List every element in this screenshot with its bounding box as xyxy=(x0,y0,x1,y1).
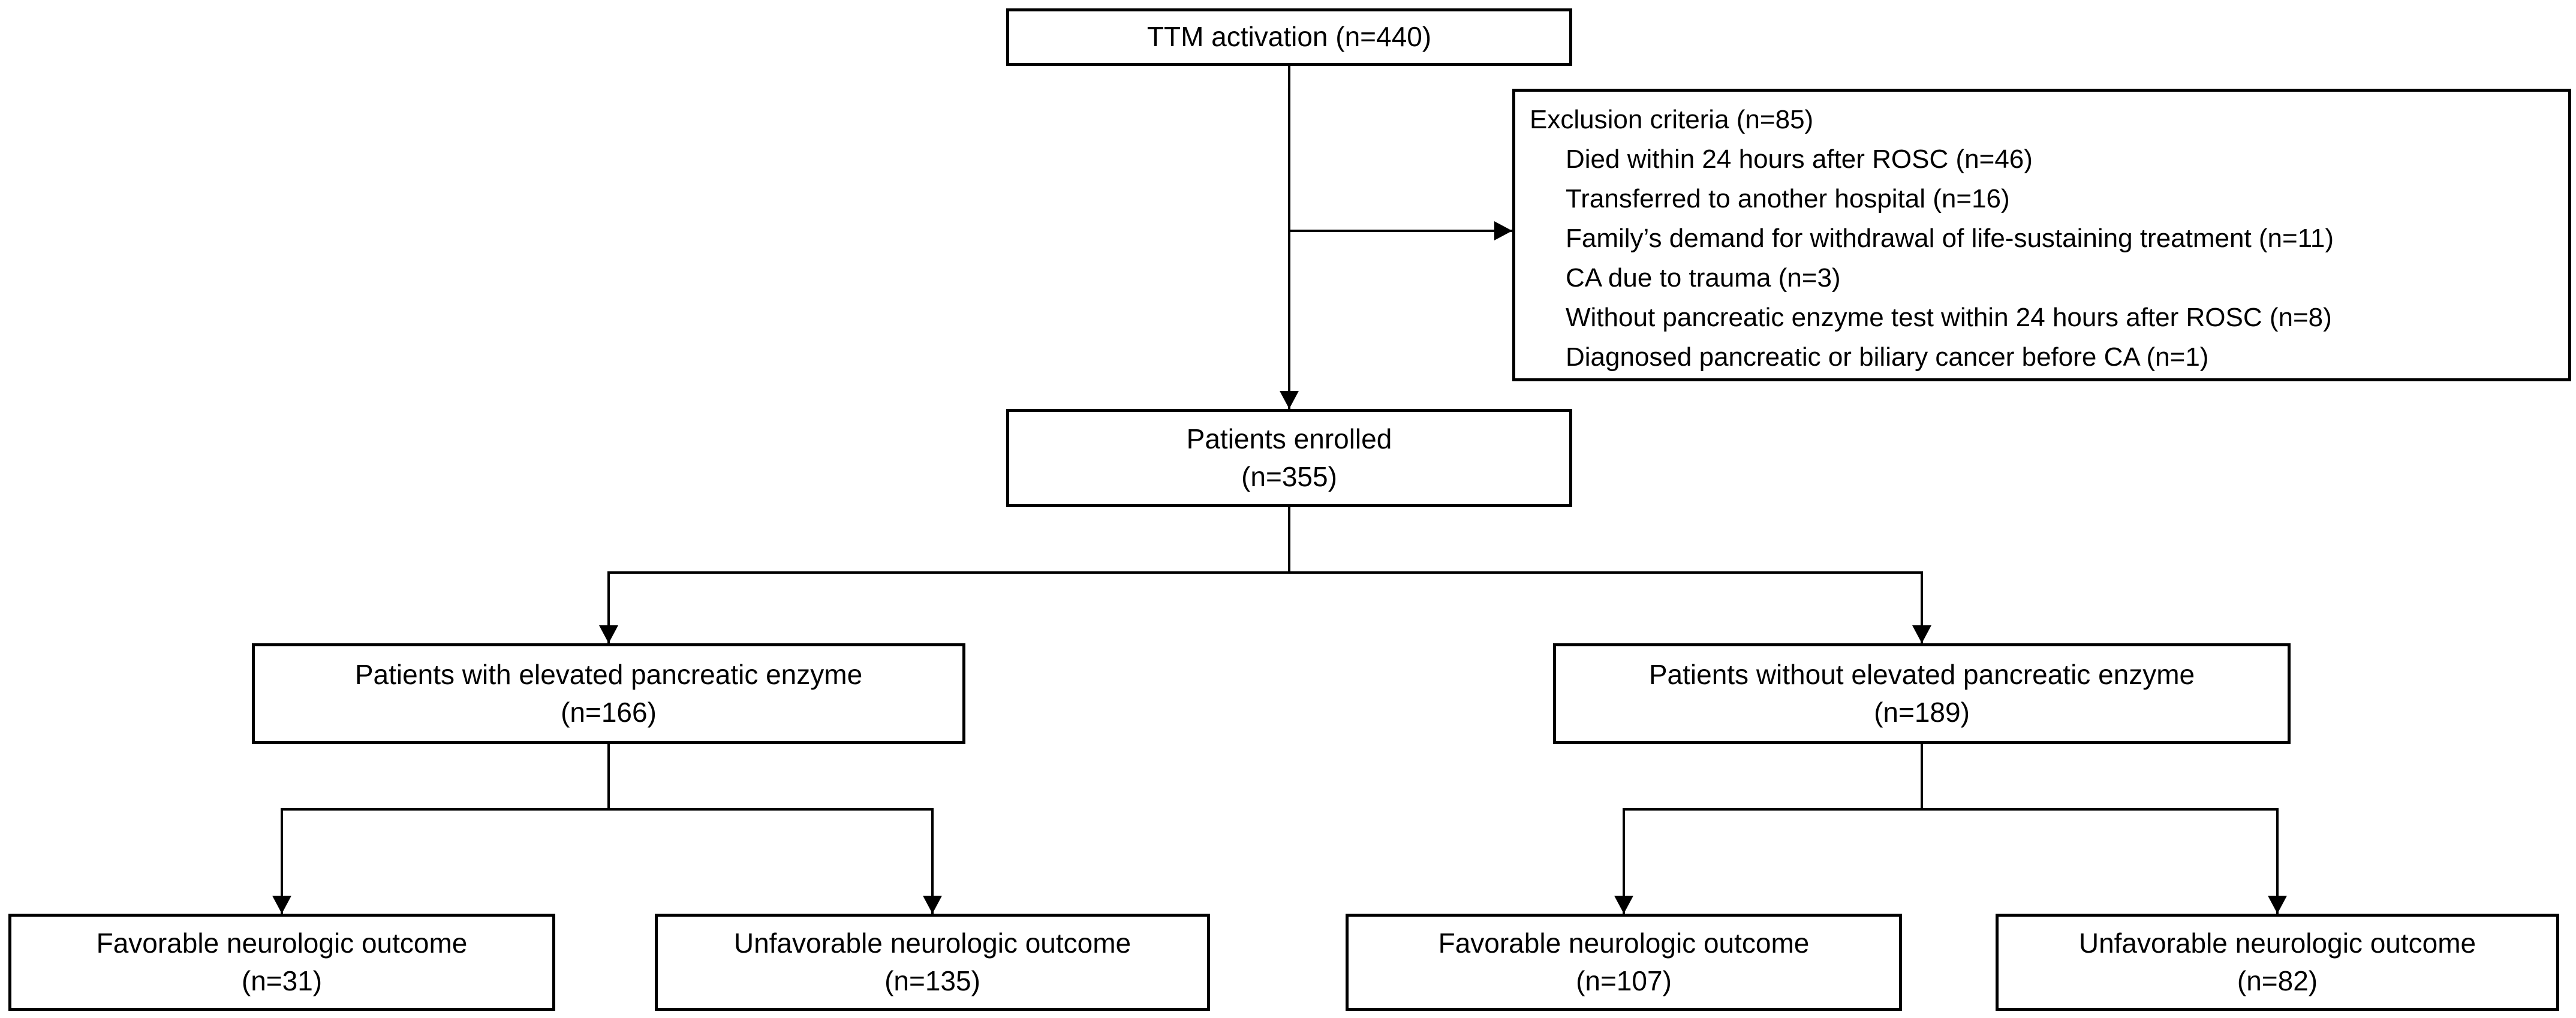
exclusion-item: Diagnosed pancreatic or biliary cancer b… xyxy=(1566,342,2209,372)
connector-line xyxy=(931,808,934,914)
connector-line xyxy=(607,571,610,643)
node-without-unfavorable-outcome: Unfavorable neurologic outcome (n=82) xyxy=(1996,914,2559,1011)
node-patients-enrolled-label: Patients enrolled xyxy=(1186,423,1392,454)
node-patients-enrolled-count: (n=355) xyxy=(1241,461,1337,492)
node-ttm-activation-label: TTM activation (n=440) xyxy=(1146,21,1432,53)
node-without-elevated-enzyme-count: (n=189) xyxy=(1874,697,1970,728)
node-patients-enrolled: Patients enrolled (n=355) xyxy=(1006,409,1572,507)
arrow-right-icon xyxy=(1494,221,1512,240)
arrow-down-icon xyxy=(272,896,291,914)
node-elevated-unfavorable-outcome: Unfavorable neurologic outcome (n=135) xyxy=(655,914,1210,1011)
arrow-down-icon xyxy=(923,896,942,914)
node-without-unfavorable-count: (n=82) xyxy=(2237,965,2318,996)
connector-line xyxy=(2276,808,2279,914)
exclusion-title: Exclusion criteria (n=85) xyxy=(1530,105,1814,134)
connector-line xyxy=(1288,66,1290,409)
node-ttm-activation: TTM activation (n=440) xyxy=(1006,8,1572,66)
arrow-down-icon xyxy=(2268,896,2287,914)
arrow-down-icon xyxy=(1280,391,1299,409)
connector-line xyxy=(281,808,283,914)
node-elevated-favorable-outcome: Favorable neurologic outcome (n=31) xyxy=(8,914,555,1011)
connector-line xyxy=(1921,744,1923,811)
node-without-elevated-enzyme: Patients without elevated pancreatic enz… xyxy=(1553,643,2291,744)
exclusion-item: Transferred to another hospital (n=16) xyxy=(1566,184,2010,213)
connector-line xyxy=(1623,808,2279,811)
exclusion-item: Died within 24 hours after ROSC (n=46) xyxy=(1566,144,2033,174)
arrow-down-icon xyxy=(1912,625,1931,643)
connector-line xyxy=(281,808,934,811)
exclusion-item: CA due to trauma (n=3) xyxy=(1566,263,1841,293)
arrow-down-icon xyxy=(1614,896,1633,914)
node-without-favorable-count: (n=107) xyxy=(1576,965,1672,996)
node-elevated-favorable-label: Favorable neurologic outcome xyxy=(96,927,468,959)
connector-line xyxy=(607,571,1923,574)
connector-line xyxy=(607,744,610,811)
node-elevated-unfavorable-count: (n=135) xyxy=(884,965,980,996)
node-exclusion-criteria: Exclusion criteria (n=85) Died within 24… xyxy=(1512,89,2571,381)
exclusion-item: Family’s demand for withdrawal of life-s… xyxy=(1566,224,2334,253)
node-elevated-enzyme-count: (n=166) xyxy=(561,697,657,728)
node-elevated-enzyme: Patients with elevated pancreatic enzyme… xyxy=(252,643,965,744)
connector-line xyxy=(1921,571,1923,643)
node-elevated-enzyme-label: Patients with elevated pancreatic enzyme xyxy=(354,658,863,690)
connector-line xyxy=(1623,808,1625,914)
arrow-down-icon xyxy=(599,625,618,643)
connector-line xyxy=(1288,507,1290,574)
connector-line xyxy=(1289,230,1512,232)
node-without-favorable-outcome: Favorable neurologic outcome (n=107) xyxy=(1346,914,1902,1011)
node-elevated-unfavorable-label: Unfavorable neurologic outcome xyxy=(733,927,1131,959)
node-without-favorable-label: Favorable neurologic outcome xyxy=(1438,927,1810,959)
node-elevated-favorable-count: (n=31) xyxy=(241,965,323,996)
node-without-elevated-enzyme-label: Patients without elevated pancreatic enz… xyxy=(1648,658,2195,690)
node-without-unfavorable-label: Unfavorable neurologic outcome xyxy=(2078,927,2476,959)
exclusion-item: Without pancreatic enzyme test within 24… xyxy=(1566,303,2332,332)
